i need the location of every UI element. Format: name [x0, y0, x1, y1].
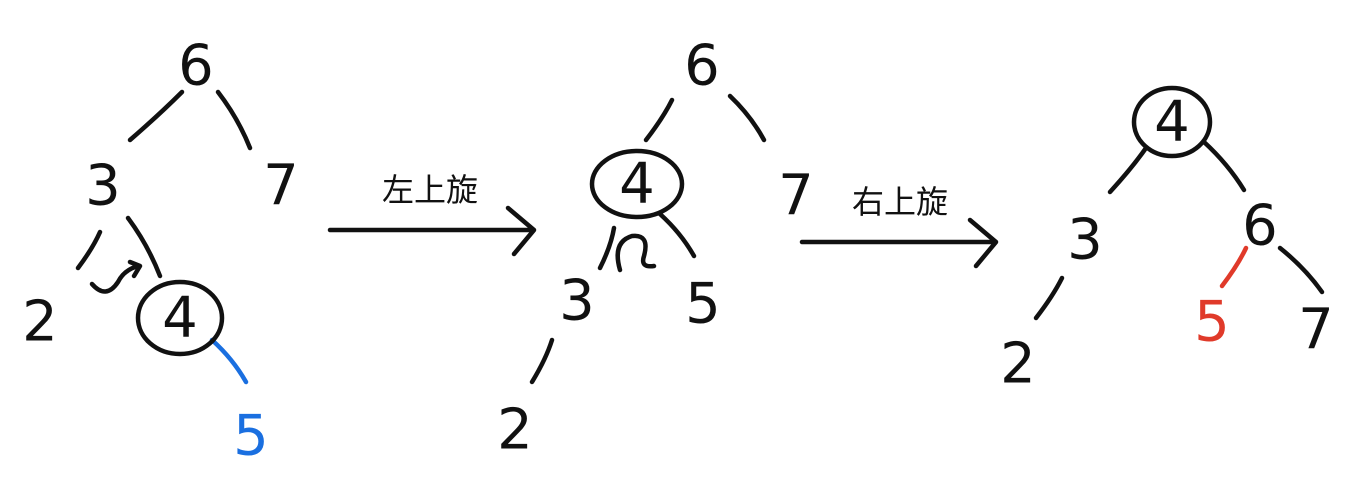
node-6: 6 [178, 34, 214, 99]
edge-4-3 [1107, 145, 1149, 195]
step-label: 左上旋 [382, 171, 478, 209]
edge-4-6 [1201, 139, 1247, 193]
step-label: 右上旋 [852, 183, 948, 221]
node-5: 5 [1194, 290, 1230, 355]
node-4-circle [589, 148, 685, 220]
node-5: 5 [685, 272, 721, 337]
tree-2: 64 7 3 5 2 [497, 34, 814, 463]
node-2: 2 [497, 398, 533, 463]
arrow-right-icon [327, 205, 537, 257]
edge-4-5 [209, 337, 249, 385]
edge-4-3 [597, 225, 617, 271]
edge-6-3 [127, 89, 185, 143]
node-4-circle [135, 279, 225, 357]
node-4: 4 [1154, 90, 1190, 155]
edge-4-5 [657, 211, 697, 259]
edge-6-4 [643, 97, 675, 143]
node-7: 7 [1298, 298, 1334, 363]
edge-6-7 [1277, 245, 1325, 295]
edge-3-4 [125, 215, 163, 279]
step-arrow-2: 右上旋 [799, 183, 999, 269]
edge-6-5 [1219, 245, 1249, 289]
node-4: 4 [162, 286, 198, 351]
node-7: 7 [263, 154, 299, 219]
node-7: 7 [778, 164, 814, 229]
node-4: 4 [619, 152, 655, 217]
edge-6-7 [727, 93, 767, 143]
node-6: 6 [684, 34, 720, 99]
step-arrow-1: 左上旋 [327, 171, 537, 257]
rotate-left-mark-icon [89, 259, 143, 294]
edge-3-2 [75, 229, 103, 271]
edge-3-2 [529, 337, 555, 385]
node-3: 3 [559, 269, 595, 334]
node-4-circle [1131, 85, 1213, 159]
rotate-right-mark-icon [615, 233, 657, 273]
node-5: 5 [233, 404, 269, 469]
tree-1: 63 7 2 45 [22, 34, 299, 469]
node-6: 6 [1242, 194, 1278, 259]
node-2: 2 [22, 290, 58, 355]
arrow-right-icon [799, 217, 999, 269]
node-3: 3 [85, 154, 121, 219]
node-3: 3 [1067, 208, 1103, 273]
edge-3-2 [1033, 275, 1065, 321]
edge-6-7 [215, 89, 253, 151]
node-2: 2 [1000, 332, 1036, 397]
tree-3: 43 6 2 5 7 [1000, 85, 1334, 397]
